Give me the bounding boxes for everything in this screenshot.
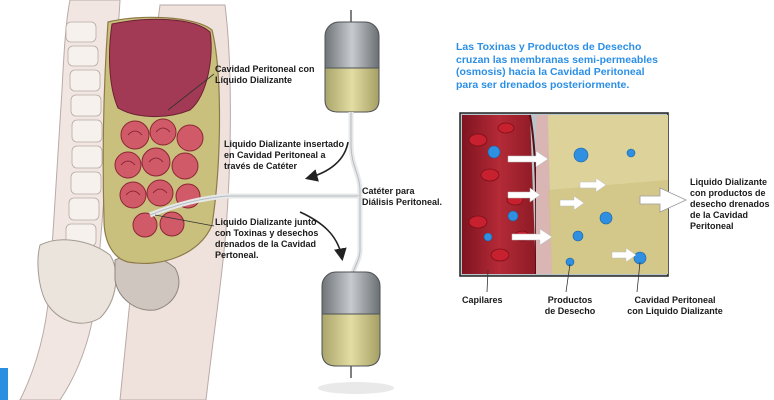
tubing (330, 112, 360, 280)
label-waste-products: Productos de Desecho (540, 295, 600, 317)
dialysis-bag-top (325, 10, 379, 112)
label-fluid-drained: Liquido Dializante junto con Toxinas y d… (215, 217, 318, 261)
dialysis-bag-bottom (318, 272, 394, 394)
osmosis-inset (460, 113, 686, 292)
headline: Las Toxinas y Productos de Desecho cruza… (456, 41, 696, 91)
body-cross-section (20, 0, 330, 400)
label-capillaries: Capilares (462, 295, 503, 306)
accent-bar (0, 368, 8, 400)
label-cavity: Cavidad Peritoneal con Líquido Dializant… (215, 64, 315, 86)
label-drained-fluid: Liquido Dializante con productos de dese… (690, 177, 770, 232)
label-fluid-inserted: Liquido Dializante insertado en Cavidad … (224, 139, 344, 172)
liver (110, 19, 212, 116)
label-catheter: Catéter para Diálisis Peritoneal. (362, 186, 442, 208)
label-peritoneal-cavity-fluid: Cavidad Peritoneal con Liquido Dializant… (620, 295, 730, 317)
